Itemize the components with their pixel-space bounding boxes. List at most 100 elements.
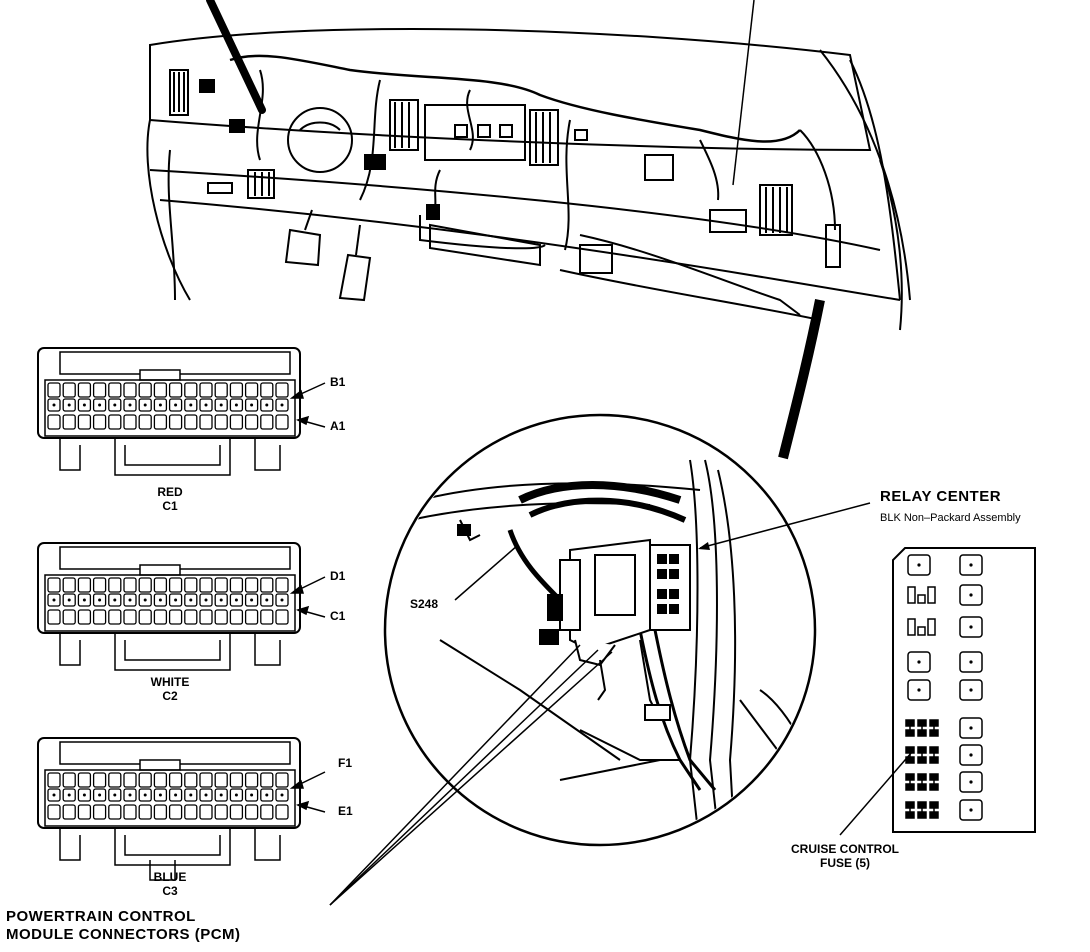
relay-center-title: RELAY CENTER	[880, 488, 1002, 505]
connector-pin-dot	[265, 793, 269, 797]
connector-pin	[92, 382, 107, 398]
connector-pin-dot	[128, 403, 132, 407]
connector-pin-dot	[174, 793, 178, 797]
connector-c3-pin-top: F1	[338, 756, 353, 770]
connector-c1-color: RED	[157, 485, 183, 499]
connector-c2-drawing	[37, 542, 301, 671]
connector-pin	[199, 414, 213, 430]
connector-pin	[168, 772, 183, 788]
fuse-slot-dot	[969, 593, 973, 597]
connector-pin-dot	[113, 793, 117, 797]
connector-c2-pin-top: D1	[330, 569, 346, 583]
connector-pin	[260, 772, 274, 788]
connector-pin-dot	[204, 793, 208, 797]
connector-pin	[108, 804, 122, 820]
connector-pin	[138, 414, 152, 430]
connector-pin	[168, 414, 183, 430]
connector-pin	[199, 772, 213, 788]
connector-pin	[153, 804, 168, 820]
connector-pin	[275, 609, 289, 625]
mini-fuse	[905, 801, 915, 819]
connector-c1-pin-bottom: A1	[330, 419, 346, 433]
connector-pin	[199, 804, 213, 820]
connector-pin	[229, 804, 244, 820]
connector-pin	[199, 382, 213, 398]
connector-pin-dot	[98, 403, 102, 407]
connector-pin-dot	[52, 793, 56, 797]
connector-pin	[199, 609, 213, 625]
connector-pin	[62, 414, 76, 430]
connector-pin-dot	[234, 598, 238, 602]
connector-pin-dot	[52, 598, 56, 602]
connector-pin	[184, 804, 198, 820]
connector-pin	[214, 577, 228, 593]
connector-pin	[244, 382, 259, 398]
connector-pin	[123, 414, 137, 430]
connector-pin-dot	[98, 598, 102, 602]
connector-pin-dot	[98, 793, 102, 797]
connector-pin	[123, 577, 137, 593]
fuse-block	[892, 547, 1036, 833]
connector-pin-dot	[82, 598, 86, 602]
connector-pin	[184, 577, 198, 593]
connector-pin-dot	[280, 403, 284, 407]
connector-pin	[138, 804, 152, 820]
connector-pin-dot	[189, 793, 193, 797]
connector-pin	[214, 414, 228, 430]
connector-pin-dot	[67, 598, 71, 602]
connector-pin-dot	[174, 403, 178, 407]
relay-terminal	[907, 586, 916, 604]
connector-pin	[108, 382, 122, 398]
connector-pin	[92, 609, 107, 625]
connector-pin	[153, 609, 168, 625]
connector-pin-dot	[219, 793, 223, 797]
mini-fuse	[929, 773, 939, 791]
mini-fuse	[929, 746, 939, 764]
connector-pin-dot	[234, 403, 238, 407]
connector-pin	[47, 804, 61, 820]
connector-pin	[123, 382, 137, 398]
connector-pin	[260, 577, 274, 593]
connector-pin	[214, 804, 228, 820]
connector-pin-dot	[143, 793, 147, 797]
connector-c3-pin-bottom: E1	[338, 804, 353, 818]
connector-pin	[138, 772, 152, 788]
mini-fuse	[917, 801, 927, 819]
connector-pin	[229, 609, 244, 625]
connector-pin-dot	[143, 403, 147, 407]
fuse-label-line1: CRUISE CONTROL	[791, 842, 899, 856]
dashboard-illustration	[146, 0, 911, 460]
connector-pin-dot	[219, 598, 223, 602]
zoom-circle	[383, 413, 817, 847]
connector-pin	[168, 609, 183, 625]
connector-pin	[138, 609, 152, 625]
connector-pin	[92, 804, 107, 820]
connector-pin	[77, 577, 92, 593]
connector-pin	[108, 609, 122, 625]
connector-pin	[260, 414, 274, 430]
connector-pin-dot	[204, 403, 208, 407]
connector-c2-pin-bottom: C1	[330, 609, 346, 623]
connector-pin-dot	[67, 793, 71, 797]
connector-pin-dot	[67, 403, 71, 407]
pcm-label: POWERTRAIN CONTROL MODULE CONNECTORS (PC…	[6, 908, 241, 944]
relay-terminal	[927, 618, 936, 636]
connector-pin	[62, 382, 76, 398]
connector-pin	[214, 609, 228, 625]
relay-center-subtitle: BLK Non–Packard Assembly	[880, 512, 1021, 524]
connector-pin	[184, 382, 198, 398]
connector-pin	[47, 577, 61, 593]
connector-pin	[214, 772, 228, 788]
connector-pin	[153, 414, 168, 430]
connector-pin	[244, 804, 259, 820]
connector-pin-dot	[158, 403, 162, 407]
connector-pin-dot	[113, 598, 117, 602]
connector-c3-id: C3	[162, 884, 178, 898]
fuse-slot-dot	[969, 808, 973, 812]
connector-pin	[47, 382, 61, 398]
connector-c1-id: C1	[162, 499, 178, 513]
connector-c1-label: RED C1	[140, 485, 200, 513]
connector-pin	[108, 414, 122, 430]
connector-pin-dot	[113, 403, 117, 407]
connector-pin	[184, 609, 198, 625]
